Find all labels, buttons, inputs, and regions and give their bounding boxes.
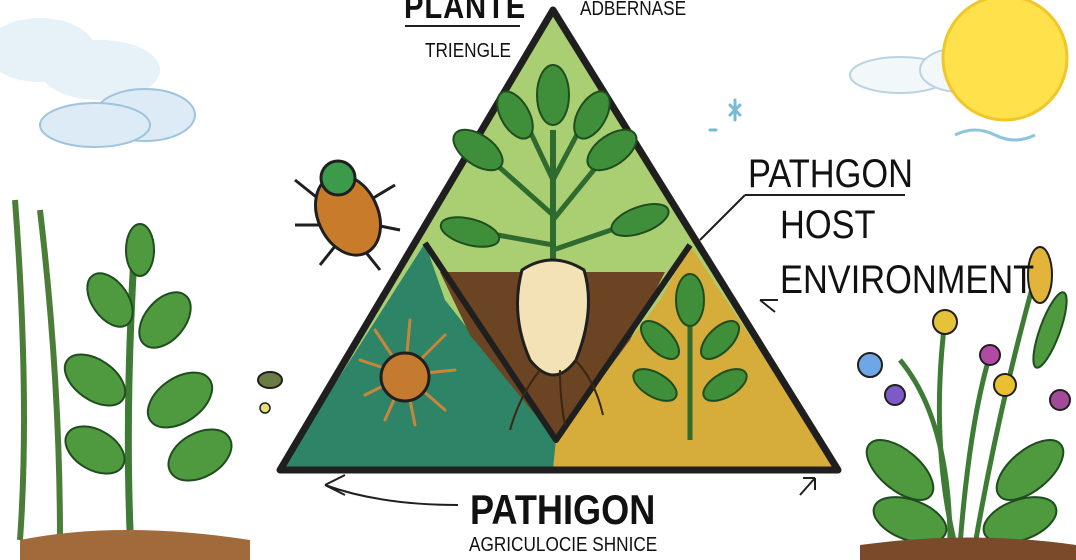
bottom-subtitle-label: AGRICULOCIE SHNICE	[469, 534, 657, 557]
cloud-left-icon	[0, 18, 195, 147]
sun-icon	[943, 0, 1067, 140]
host-label: HOST	[780, 203, 876, 248]
bottom-title-label: PATHIGON	[470, 486, 655, 534]
fly-icon	[258, 372, 282, 413]
environment-label: ENVIRONMENT	[780, 258, 1034, 303]
top-subtitle-label: TRIENGLE	[425, 40, 511, 63]
beetle-icon	[295, 161, 400, 270]
top-title-label: PLANTE	[404, 0, 526, 27]
left-plant-icon	[15, 200, 250, 560]
pathogen-label: PATHGON	[748, 152, 913, 197]
sparkle-icon	[710, 100, 740, 130]
top-right-label: ADBERNASE	[580, 0, 686, 21]
